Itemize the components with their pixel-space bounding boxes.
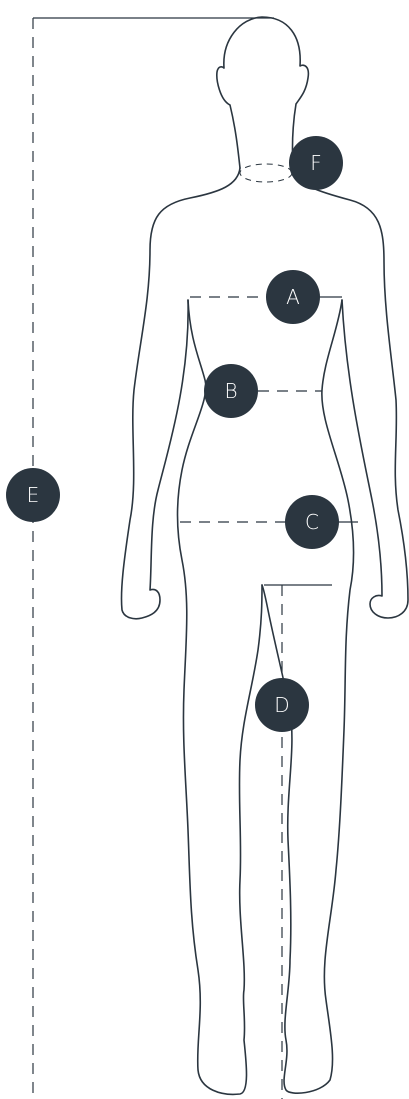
marker-c-badge: C	[285, 495, 339, 549]
body-silhouette	[121, 17, 408, 1094]
inseam-measurement-line	[264, 585, 332, 1099]
marker-a-badge: A	[266, 270, 320, 324]
marker-f-label: F	[310, 151, 322, 175]
height-measurement-line	[33, 18, 274, 1099]
marker-b-badge: B	[204, 364, 258, 418]
marker-d-badge: D	[255, 678, 309, 732]
marker-c-label: C	[305, 510, 319, 534]
marker-b-label: B	[224, 379, 237, 403]
marker-f-badge: F	[289, 136, 343, 190]
marker-e-badge: E	[6, 468, 60, 522]
marker-d-label: D	[274, 693, 289, 717]
marker-a-label: A	[286, 285, 300, 309]
marker-e-label: E	[27, 483, 40, 507]
